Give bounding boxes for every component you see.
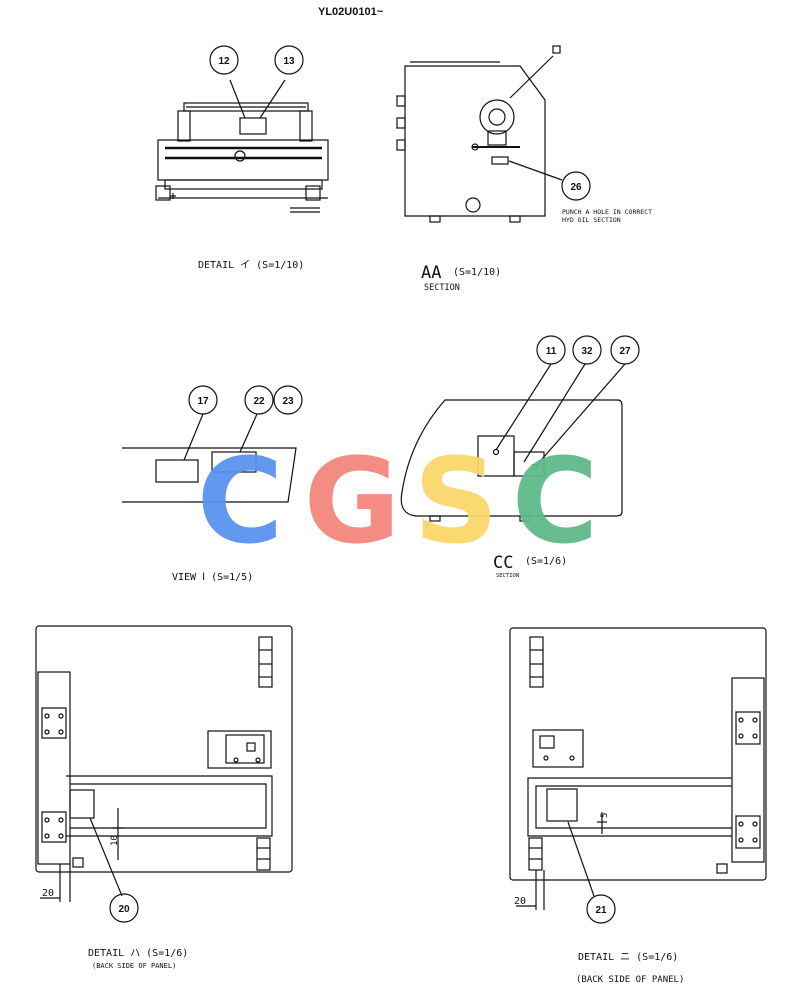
watermark-letter-s: S (414, 432, 499, 570)
detail-ha-dim-20: 20 (42, 888, 54, 899)
watermark-letter-c2: C (512, 432, 599, 570)
detail-ni-dim-20: 20 (514, 896, 526, 907)
svg-text:13: 13 (283, 56, 295, 67)
detail-i-drawing (155, 79, 329, 213)
watermark-letter-c1: C (197, 432, 284, 570)
detail-ni-title: DETAIL ニ (S=1/6) (578, 952, 678, 963)
svg-text:27: 27 (619, 346, 631, 357)
section-aa-drawing (396, 45, 563, 223)
view-i-drawing (122, 413, 297, 503)
section-cc-drawing (400, 363, 626, 522)
detail-ni-subtitle: (BACK SIDE OF PANEL) (576, 975, 684, 985)
section-cc-letters: CC (493, 553, 513, 573)
callout-22: 22 (244, 385, 274, 415)
callout-23: 23 (273, 385, 303, 415)
section-cc-scale: (S=1/6) (525, 556, 567, 567)
punch-hole-note-line2: HYD OIL SECTION (562, 216, 621, 224)
callout-20: 20 (109, 893, 139, 923)
svg-text:21: 21 (595, 905, 607, 916)
detail-i-title: DETAIL イ (S=1/10) (198, 260, 304, 271)
detail-ni-drawing (509, 627, 767, 910)
svg-text:12: 12 (218, 56, 230, 67)
section-cc-caption: SECTION (496, 573, 519, 579)
section-aa-caption: SECTION (424, 283, 460, 293)
section-aa-scale: (S=1/10) (453, 267, 501, 278)
callout-11: 11 (536, 335, 566, 365)
callout-17: 17 (188, 385, 218, 415)
svg-text:26: 26 (570, 182, 582, 193)
punch-hole-note-line1: PUNCH A HOLE IN CORRECT (562, 208, 652, 216)
watermark-letter-g: G (304, 432, 401, 570)
detail-ha-title: DETAIL ハ (S=1/6) (88, 948, 188, 959)
svg-text:11: 11 (546, 346, 557, 357)
svg-text:23: 23 (282, 396, 294, 407)
svg-text:32: 32 (581, 346, 593, 357)
section-aa-letters: AA (421, 263, 441, 283)
svg-text:22: 22 (253, 396, 265, 407)
callout-12: 12 (209, 45, 239, 75)
detail-ni-dim-5: 5 (600, 813, 610, 818)
detail-ha-drawing (35, 625, 293, 902)
callout-21: 21 (586, 894, 616, 924)
svg-text:17: 17 (197, 396, 209, 407)
detail-ha-dim-10: 10 (110, 835, 120, 846)
view-i-title: VIEW Ⅰ (S=1/5) (172, 572, 253, 583)
document-code: YL02U0101~ (318, 6, 384, 18)
detail-ha-subtitle: (BACK SIDE OF PANEL) (92, 962, 176, 970)
callout-32: 32 (572, 335, 602, 365)
cgsc-watermark: C G S C (197, 432, 599, 570)
svg-text:20: 20 (118, 904, 130, 915)
callout-13: 13 (274, 45, 304, 75)
callout-27: 27 (610, 335, 640, 365)
callout-26: 26 (561, 171, 591, 201)
